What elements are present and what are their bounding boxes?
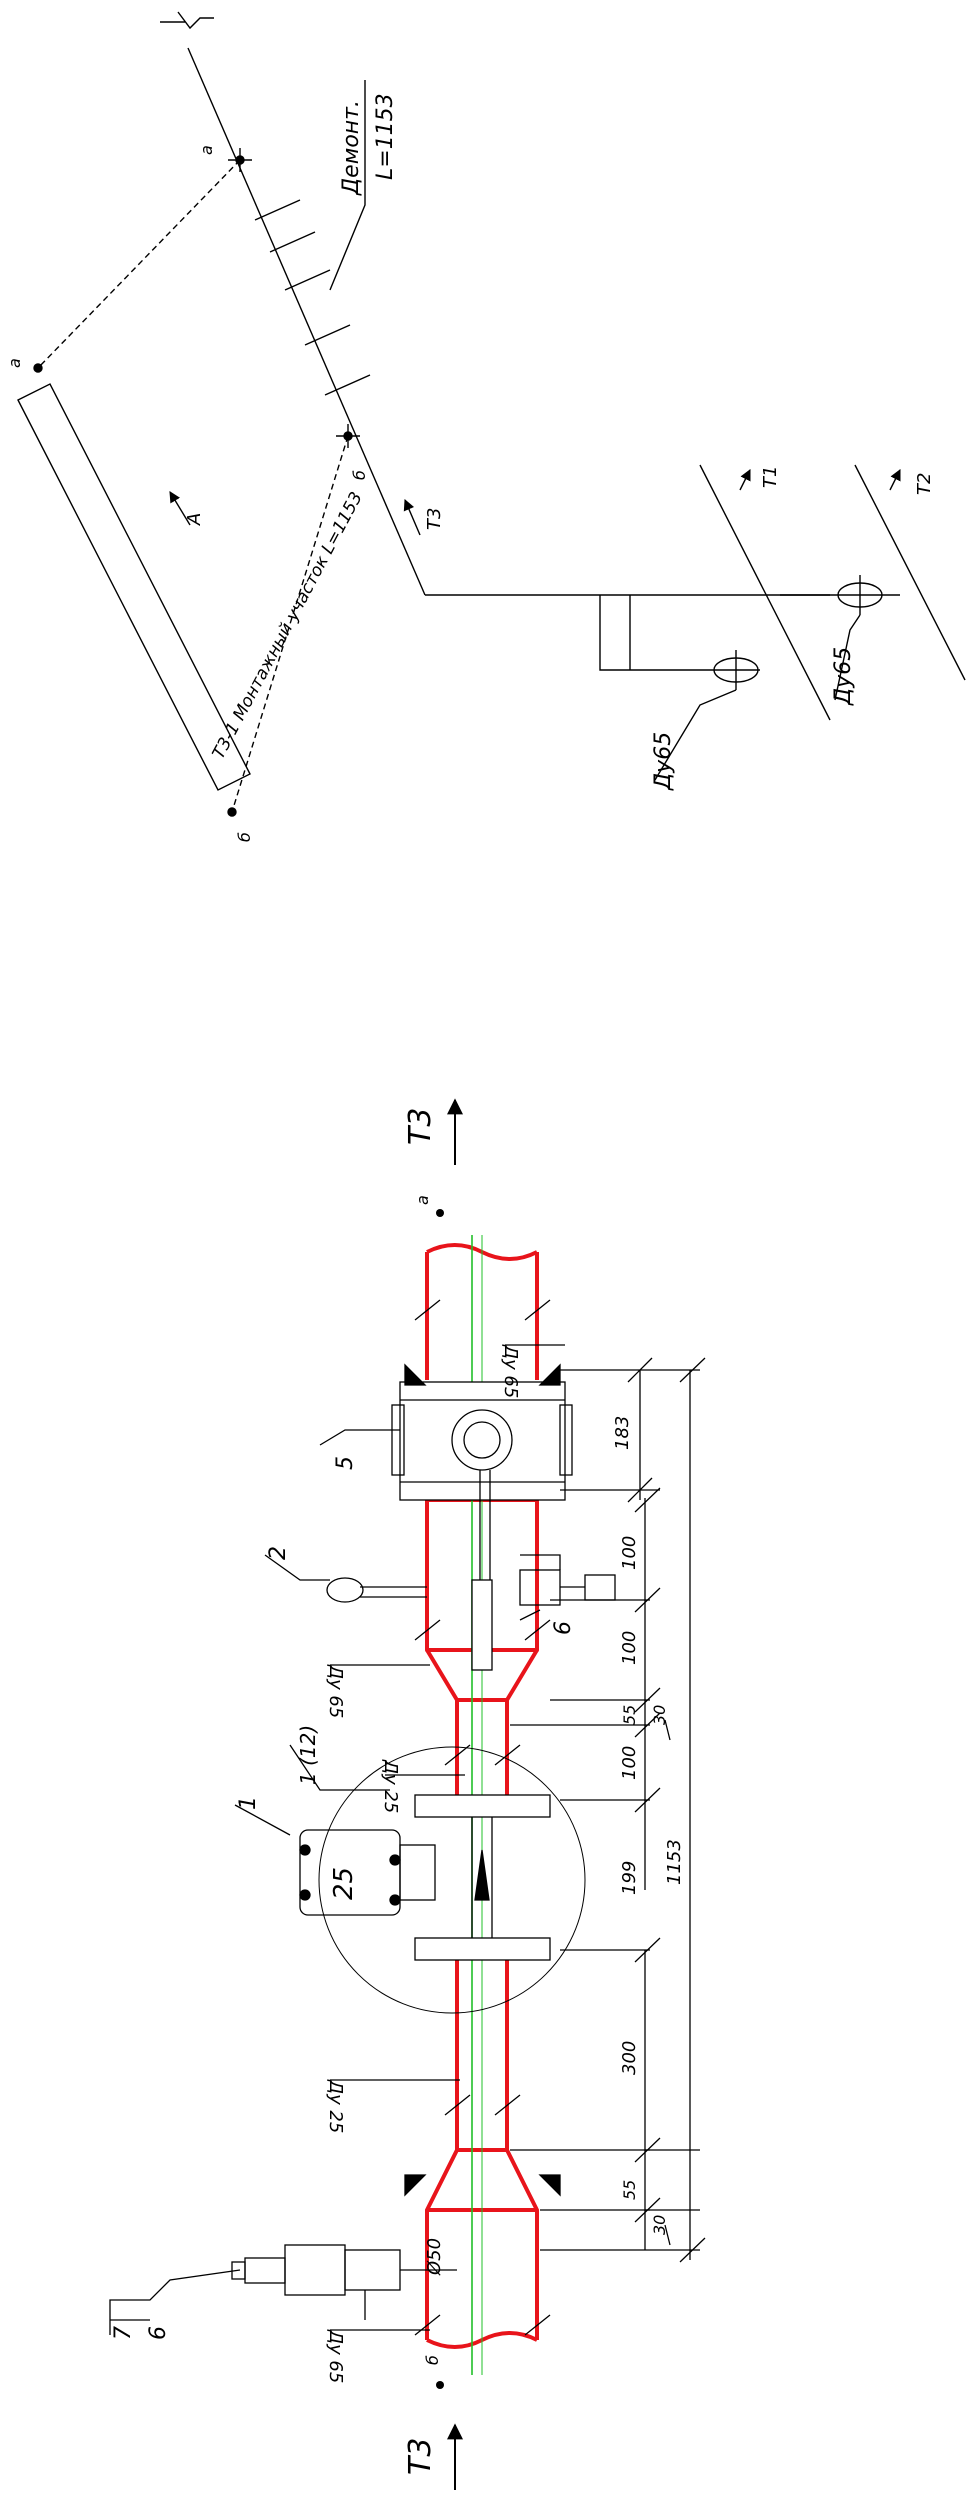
t2-pipe <box>854 464 966 681</box>
dim-199: 199 <box>619 1861 640 1895</box>
branch-t1 <box>599 595 760 671</box>
dimension-lines <box>510 1357 706 2263</box>
dim-1153: 1153 <box>664 1839 685 1885</box>
dim-300: 300 <box>619 2041 640 2075</box>
break-line <box>160 11 214 30</box>
meter-caption: 25 <box>329 1867 359 1900</box>
callout-1-12: 1 (12) <box>296 1725 320 1785</box>
dim-30b: 30 <box>650 2215 669 2235</box>
label-flow-t2: Т2 <box>914 473 935 495</box>
dim-100a: 100 <box>619 1536 640 1570</box>
pipe-size-1: Ду65 <box>651 732 676 791</box>
callout-2: 2 <box>266 1546 291 1560</box>
callout-5: 5 <box>333 1456 358 1470</box>
assembly-labels: Т3 Т3 а б Ду 65 Ду 65 Ду 25 Ду 25 Ду 65 … <box>111 1108 685 2475</box>
callout-7: 7 <box>111 2326 136 2340</box>
dim-100b: 100 <box>619 1631 640 1665</box>
flange-top <box>414 1794 551 1818</box>
branch-size: Ø50 <box>424 2238 445 2276</box>
segment-box <box>17 383 251 791</box>
label-point-b-top: б <box>350 470 369 480</box>
break-mark: ~ <box>190 17 191 19</box>
size-left: Ду 65 <box>325 2329 346 2383</box>
size-mid-right: Ду 65 <box>325 1664 346 1718</box>
demont-length: L=1153 <box>373 93 398 180</box>
label-point-b-box: б <box>235 832 254 842</box>
label-flow-t3: Т3 <box>424 508 445 530</box>
assembly-drawing: Т3 Т3 а б Ду 65 Ду 65 Ду 25 Ду 25 Ду 65 … <box>109 1098 706 2490</box>
scheme-main-pipe <box>187 47 426 596</box>
flow-out-label: Т3 <box>403 1108 438 1145</box>
label-point-a-top: а <box>197 145 216 155</box>
dim-55b: 55 <box>620 2180 639 2200</box>
label-view-a: А <box>184 513 205 526</box>
size-right: Ду 65 <box>500 1344 521 1398</box>
callout-6: 6 <box>551 1621 576 1635</box>
pipe-size-2: Ду65 <box>831 647 856 706</box>
dim-55a: 55 <box>620 1705 639 1725</box>
callout-1: 1 <box>236 1796 261 1810</box>
thermometer-icon <box>326 1577 364 1603</box>
dim-30a: 30 <box>650 1705 669 1725</box>
scheme-labels: Демонт. L=1153 а б а б А Т3 Т1 Т2 Т3-1 М… <box>5 93 935 842</box>
label-flow-t1: Т1 <box>760 466 781 488</box>
flange-bottom <box>414 1937 551 1961</box>
point-b-label: б <box>423 2355 442 2365</box>
node-a <box>436 1209 444 1217</box>
dash-a <box>37 159 241 369</box>
detail-circle <box>318 1746 586 2014</box>
demont-ticks <box>228 148 371 448</box>
node-b <box>436 2381 444 2389</box>
dash-b <box>231 435 349 813</box>
callout-7-sub: 6 <box>146 2326 171 2340</box>
flow-meter-icon <box>299 1829 401 1916</box>
ball-valve-core-icon <box>451 1409 513 1471</box>
section-ticks <box>414 1299 551 2336</box>
dim-100c: 100 <box>619 1746 640 1780</box>
label-point-a-box: а <box>5 358 24 368</box>
ball-valve-body <box>399 1381 566 1501</box>
dim-183: 183 <box>612 1416 633 1450</box>
demont-title: Демонт. <box>339 100 364 196</box>
demont-leader <box>329 80 366 291</box>
size-mid-left: Ду 25 <box>325 2079 346 2133</box>
drain-valve-icon <box>284 2244 346 2296</box>
segment-label: Т3-1 Монтажный участок L=1153 <box>209 489 367 763</box>
isometric-scheme: ~ <box>17 11 966 817</box>
point-a-label: а <box>413 1195 432 1205</box>
flow-in-label: Т3 <box>403 2438 438 2475</box>
t1-pipe <box>699 464 831 721</box>
size-meter: Ду 25 <box>380 1759 401 1813</box>
